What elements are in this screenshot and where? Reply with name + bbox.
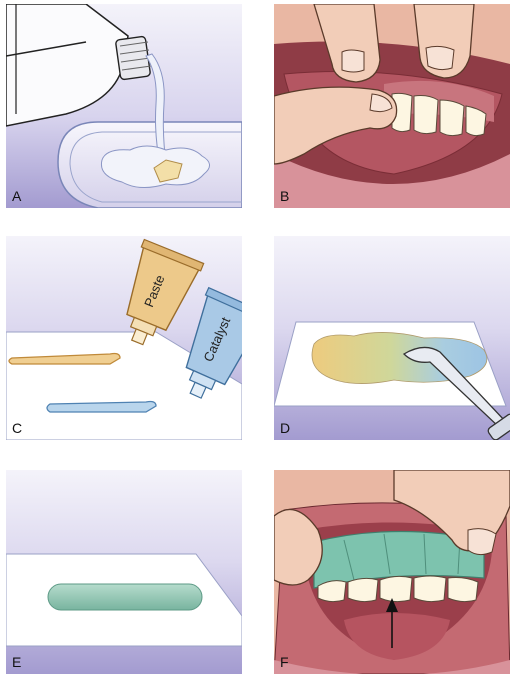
panel-b-illustration <box>274 4 510 208</box>
panel-a-illustration <box>6 4 242 208</box>
panel-f-label: F <box>280 654 289 670</box>
lip-lower <box>274 154 510 208</box>
catalyst-strip <box>46 400 157 413</box>
paste-strip <box>8 352 121 365</box>
panel-a: A <box>6 4 242 208</box>
panel-b-label: B <box>280 188 290 204</box>
powder-clump <box>153 159 183 183</box>
panel-d-label: D <box>280 420 291 436</box>
paste-tube: Paste <box>126 238 205 346</box>
panel-e-illustration <box>6 470 242 674</box>
tongue <box>344 613 450 660</box>
panel-c-label: C <box>12 420 23 436</box>
panel-f: F <box>274 470 510 674</box>
fingers <box>274 470 510 586</box>
panel-f-illustration <box>274 470 510 674</box>
panel-a-label: A <box>12 188 22 204</box>
upward-arrow <box>386 598 398 648</box>
upper-teeth <box>391 92 487 137</box>
catalyst-tube: Catalyst <box>185 286 242 399</box>
panel-e: E <box>6 470 242 674</box>
panel-c-illustration: Paste Catalyst <box>6 236 242 440</box>
panel-b: B <box>274 4 510 208</box>
panel-e-label: E <box>12 654 22 670</box>
fingers <box>274 4 475 165</box>
spatula <box>402 346 510 440</box>
lower-lip <box>274 660 510 674</box>
upper-teeth <box>317 575 479 603</box>
putty-roll <box>47 583 203 611</box>
panel-d: D <box>274 236 510 440</box>
panel-c: Paste Catalyst C <box>6 236 242 440</box>
panel-d-illustration <box>274 236 510 440</box>
